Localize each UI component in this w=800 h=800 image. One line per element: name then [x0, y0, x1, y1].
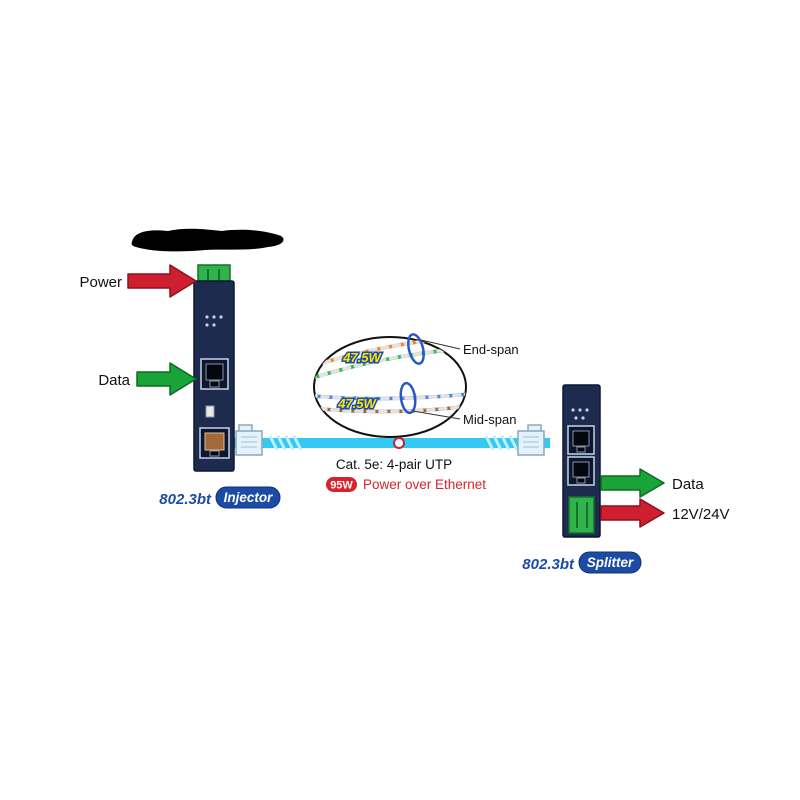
poe-power-text: Power over Ethernet: [363, 477, 486, 492]
injector-device: [193, 264, 235, 472]
injector-dip-switch: [205, 405, 215, 418]
end-span-label: End-span: [463, 342, 519, 357]
poe-power-caption: 95W Power over Ethernet: [326, 477, 486, 492]
end-span-watts: 47.5W: [342, 350, 382, 365]
cable-hatch-left: [268, 435, 303, 451]
splitter-power-label: 12V/24V: [672, 506, 730, 523]
splitter-model-name: Splitter: [587, 555, 634, 570]
splitter-power-arrow-icon: [600, 498, 665, 528]
mid-span-leader: [412, 410, 461, 420]
cable-spec-label: Cat. 5e: 4-pair UTP: [336, 457, 452, 472]
splitter-led-dots: [571, 408, 589, 420]
lens-focus-ring-icon: [393, 437, 405, 449]
end-span-loop-icon: [407, 333, 425, 365]
splitter-model-prefix: 802.3bt: [522, 556, 575, 573]
injector-model: 802.3bt Injector: [159, 486, 281, 509]
splitter-rj45-port-poe-in: [567, 425, 595, 455]
splitter-model-pill: [578, 551, 642, 574]
redacted-brand-scribble: [131, 228, 284, 252]
splitter-rj45-port-data: [567, 456, 595, 486]
rj45-plug-left-icon: [235, 424, 263, 456]
magnifier-lens: 47.5W 47.5W End-span Mid-span: [313, 333, 519, 449]
injector-power-label: Power: [79, 274, 122, 291]
injector-model-name: Injector: [224, 490, 274, 505]
mid-span-watts: 47.5W: [337, 396, 377, 411]
injector-model-pill: [215, 486, 281, 509]
splitter-device: [562, 384, 601, 538]
splitter-data-arrow-icon: [600, 468, 665, 498]
rj45-plug-right-icon: [517, 424, 545, 456]
injector-model-prefix: 802.3bt: [159, 491, 212, 508]
injector-rj45-port-data: [200, 358, 229, 390]
splitter-data-label: Data: [672, 476, 704, 493]
injector-data-arrow-icon: [136, 362, 197, 396]
splitter-terminal-block: [568, 496, 595, 534]
injector-led-dots: [205, 315, 223, 327]
injector-data-label: Data: [98, 372, 130, 389]
mid-span-label: Mid-span: [463, 412, 516, 427]
poe-watt-badge: [326, 477, 357, 492]
injector-rj45-port-poe-out: [199, 427, 230, 459]
cable-bar: [232, 438, 550, 448]
splitter-model: 802.3bt Splitter: [522, 551, 642, 574]
cable-hatch-right: [484, 435, 519, 451]
end-span-leader: [420, 339, 461, 350]
utp-cable: [232, 424, 550, 456]
mid-span-loop-icon: [399, 381, 417, 415]
injector-power-arrow-icon: [127, 264, 197, 298]
poe-watt-badge-text: 95W: [330, 480, 353, 492]
